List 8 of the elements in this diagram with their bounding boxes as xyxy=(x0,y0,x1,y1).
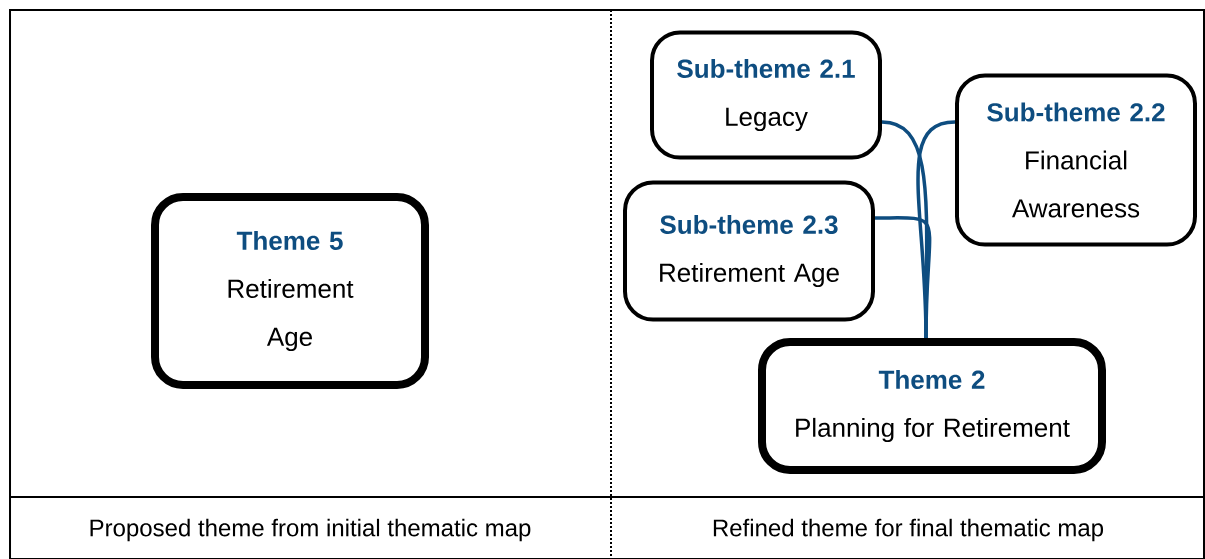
sub-theme-box: Sub-theme 2.2 Financial Awareness xyxy=(955,73,1197,247)
sub-theme-box: Sub-theme 2.3 Retirement Age xyxy=(623,180,875,322)
sub-theme-box: Sub-theme 2.1 Legacy xyxy=(650,30,882,160)
theme-box: Theme 2 Planning for Retirement xyxy=(758,338,1106,474)
connector xyxy=(875,216,932,338)
theme-box: Theme 5 Retirement Age xyxy=(151,193,429,389)
column-caption: Refined theme for final thematic map xyxy=(713,518,1104,542)
column-caption: Proposed theme from initial thematic map xyxy=(90,518,531,542)
